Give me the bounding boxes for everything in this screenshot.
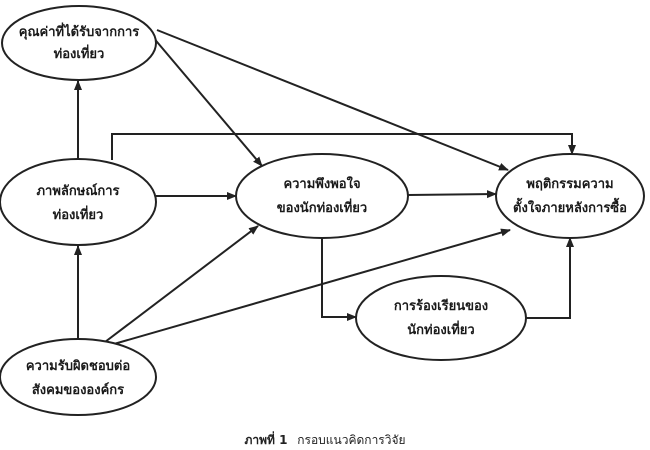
figure-caption: ภาพที่ 1 กรอบแนวคิดการวิจัย (244, 431, 405, 447)
node-csr-line1: ความรับผิดชอบต่อ (26, 359, 130, 374)
edge-complaint-to-postpurchase (526, 237, 574, 319)
node-perceived-value-line1: คุณค่าที่ได้รับจากการ (19, 22, 139, 40)
edge-satisfaction-to-postpurchase (407, 190, 497, 199)
edge-image-to-postpurchase (111, 133, 576, 160)
node-post-purchase-line2: ตั้งใจภายหลังการซื้อ (513, 197, 627, 216)
node-tourism-image-line1: ภาพลักษณ์การ (36, 183, 119, 199)
edge-satisfaction-to-complaint (321, 238, 357, 321)
edge-value-to-postpurchase (156, 29, 509, 171)
node-complaint: การร้องเรียนของ นักท่องเที่ยว (355, 275, 527, 361)
node-perceived-value-line2: ท่องเที่ยว (54, 44, 105, 62)
edge-value-to-satisfaction (151, 35, 263, 167)
node-satisfaction-line1: ความพึงพอใจ (283, 175, 360, 192)
node-csr: ความรับผิดชอบต่อ สังคมขององค์กร (0, 338, 157, 416)
node-post-purchase: พฤติกรรมความ ตั้งใจภายหลังการซื้อ (495, 153, 645, 239)
figure-caption-text: กรอบแนวคิดการวิจัย (297, 433, 405, 447)
node-complaint-line1: การร้องเรียนของ (394, 298, 488, 314)
node-tourism-image: ภาพลักษณ์การ ท่องเที่ยว (0, 158, 157, 246)
svg-text:ภาพที่ 1 กรอบแนวคิดการวิ: ภาพที่ 1 กรอบแนวคิดการวิจัย (244, 431, 405, 447)
edge-csr-to-postpurchase (106, 228, 511, 347)
node-perceived-value: คุณค่าที่ได้รับจากการ ท่องเที่ยว (1, 5, 157, 81)
edge-csr-to-satisfaction (104, 225, 259, 343)
node-post-purchase-line1: พฤติกรรมความ (526, 177, 613, 192)
node-complaint-line2: นักท่องเที่ยว (407, 320, 474, 338)
node-csr-line2: สังคมขององค์กร (32, 382, 124, 398)
node-satisfaction: ความพึงพอใจ ของนักท่องเที่ยว (235, 153, 409, 239)
node-satisfaction-line2: ของนักท่องเที่ยว (277, 198, 367, 216)
edges (74, 29, 576, 347)
node-tourism-image-line2: ท่องเที่ยว (53, 205, 104, 223)
figure-caption-label: ภาพที่ 1 (244, 431, 287, 447)
